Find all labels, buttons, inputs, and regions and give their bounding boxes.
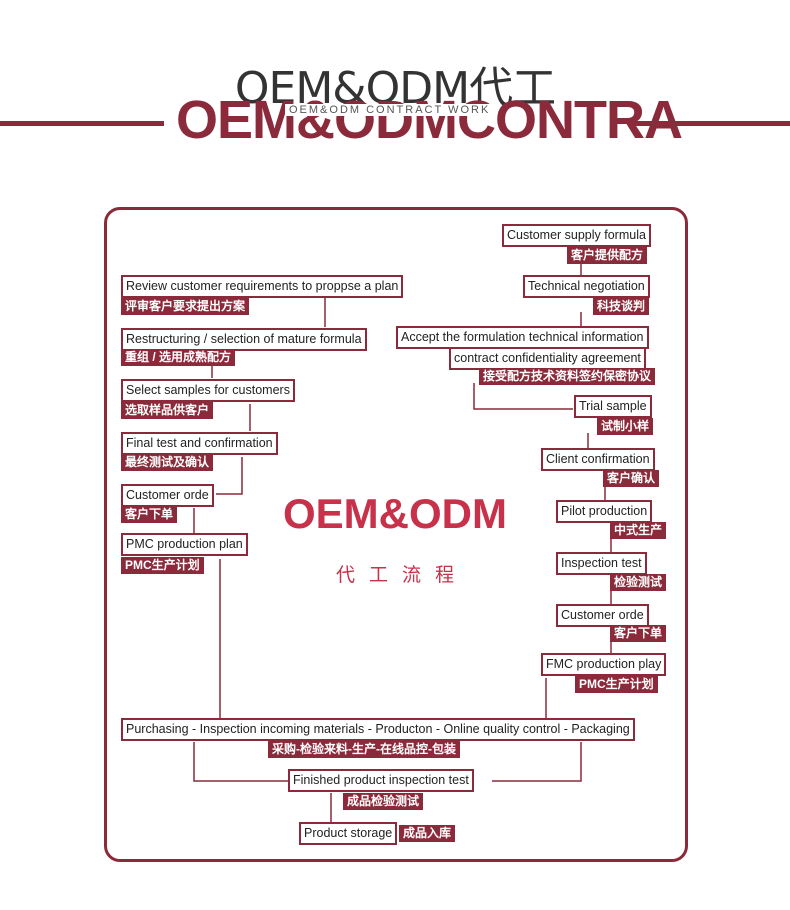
header-rule-left <box>0 121 164 126</box>
step-customer-order-right-zh: 客户下单 <box>610 625 667 642</box>
step-restructuring: Restructuring / selection of mature form… <box>121 328 367 351</box>
step-product-storage-zh: 成品入库 <box>399 825 456 842</box>
header-rule-right <box>630 121 790 126</box>
center-title: OEM&ODM <box>283 490 507 537</box>
step-final-test: Final test and confirmation <box>121 432 278 455</box>
step-pilot-production: Pilot production <box>556 500 653 523</box>
center-subtitle: 代工流程 <box>335 565 468 586</box>
step-review-requirements: Review customer requirements to proppse … <box>121 275 404 298</box>
process-frame <box>104 207 688 862</box>
step-fmc-production-plan: FMC production play <box>541 653 667 676</box>
step-product-storage: Product storage <box>299 822 398 845</box>
step-inspection-test-zh: 检验测试 <box>610 574 667 591</box>
step-accept-formulation: Accept the formulation technical informa… <box>396 326 649 349</box>
step-select-samples-zh: 选取样品供客户 <box>121 402 214 419</box>
step-customer-order-left: Customer orde <box>121 484 214 507</box>
step-customer-order-left-zh: 客户下单 <box>121 506 178 523</box>
step-pilot-production-zh: 中式生产 <box>610 522 667 539</box>
step-customer-supply-formula-zh: 客户提供配方 <box>567 247 648 264</box>
step-final-test-zh: 最终测试及确认 <box>121 454 214 471</box>
step-select-samples: Select samples for customers <box>121 379 295 402</box>
step-accept-formulation-zh: 接受配方技术资料签约保密协议 <box>479 368 656 385</box>
step-inspection-test: Inspection test <box>556 552 647 575</box>
step-technical-negotiation-zh: 科技谈判 <box>593 298 650 315</box>
connector-line <box>492 742 582 782</box>
connector-line <box>216 457 243 495</box>
step-fmc-production-plan-zh: PMC生产计划 <box>575 676 658 693</box>
step-purchasing-zh: 采购-检验来料-生产-在线品控-包装 <box>268 741 460 758</box>
connector-line <box>473 383 573 410</box>
step-purchasing: Purchasing - Inspection incoming materia… <box>121 718 635 741</box>
step-restructuring-zh: 重组 / 选用成熟配方 <box>121 349 236 366</box>
header-subtitle: OEM&ODM CONTRACT WORK <box>285 104 495 116</box>
step-client-confirmation: Client confirmation <box>541 448 655 471</box>
header-background-text: OEM&ODMCONTRA <box>176 90 683 150</box>
step-finished-inspection: Finished product inspection test <box>288 769 474 792</box>
step-pmc-production-plan-zh: PMC生产计划 <box>121 557 204 574</box>
step-trial-sample-zh: 试制小样 <box>597 418 654 435</box>
connector-line <box>193 742 289 782</box>
step-pmc-production-plan: PMC production plan <box>121 533 248 556</box>
step-client-confirmation-zh: 客户确认 <box>603 470 660 487</box>
step-finished-inspection-zh: 成品检验测试 <box>343 793 424 810</box>
step-review-requirements-zh: 评审客户要求提出方案 <box>121 298 250 315</box>
step-customer-supply-formula: Customer supply formula <box>502 224 651 247</box>
step-customer-order-right: Customer orde <box>556 604 649 627</box>
step-accept-formulation-line2: contract confidentiality agreement <box>449 347 646 370</box>
step-technical-negotiation: Technical negotiation <box>523 275 650 298</box>
step-trial-sample: Trial sample <box>574 395 652 418</box>
